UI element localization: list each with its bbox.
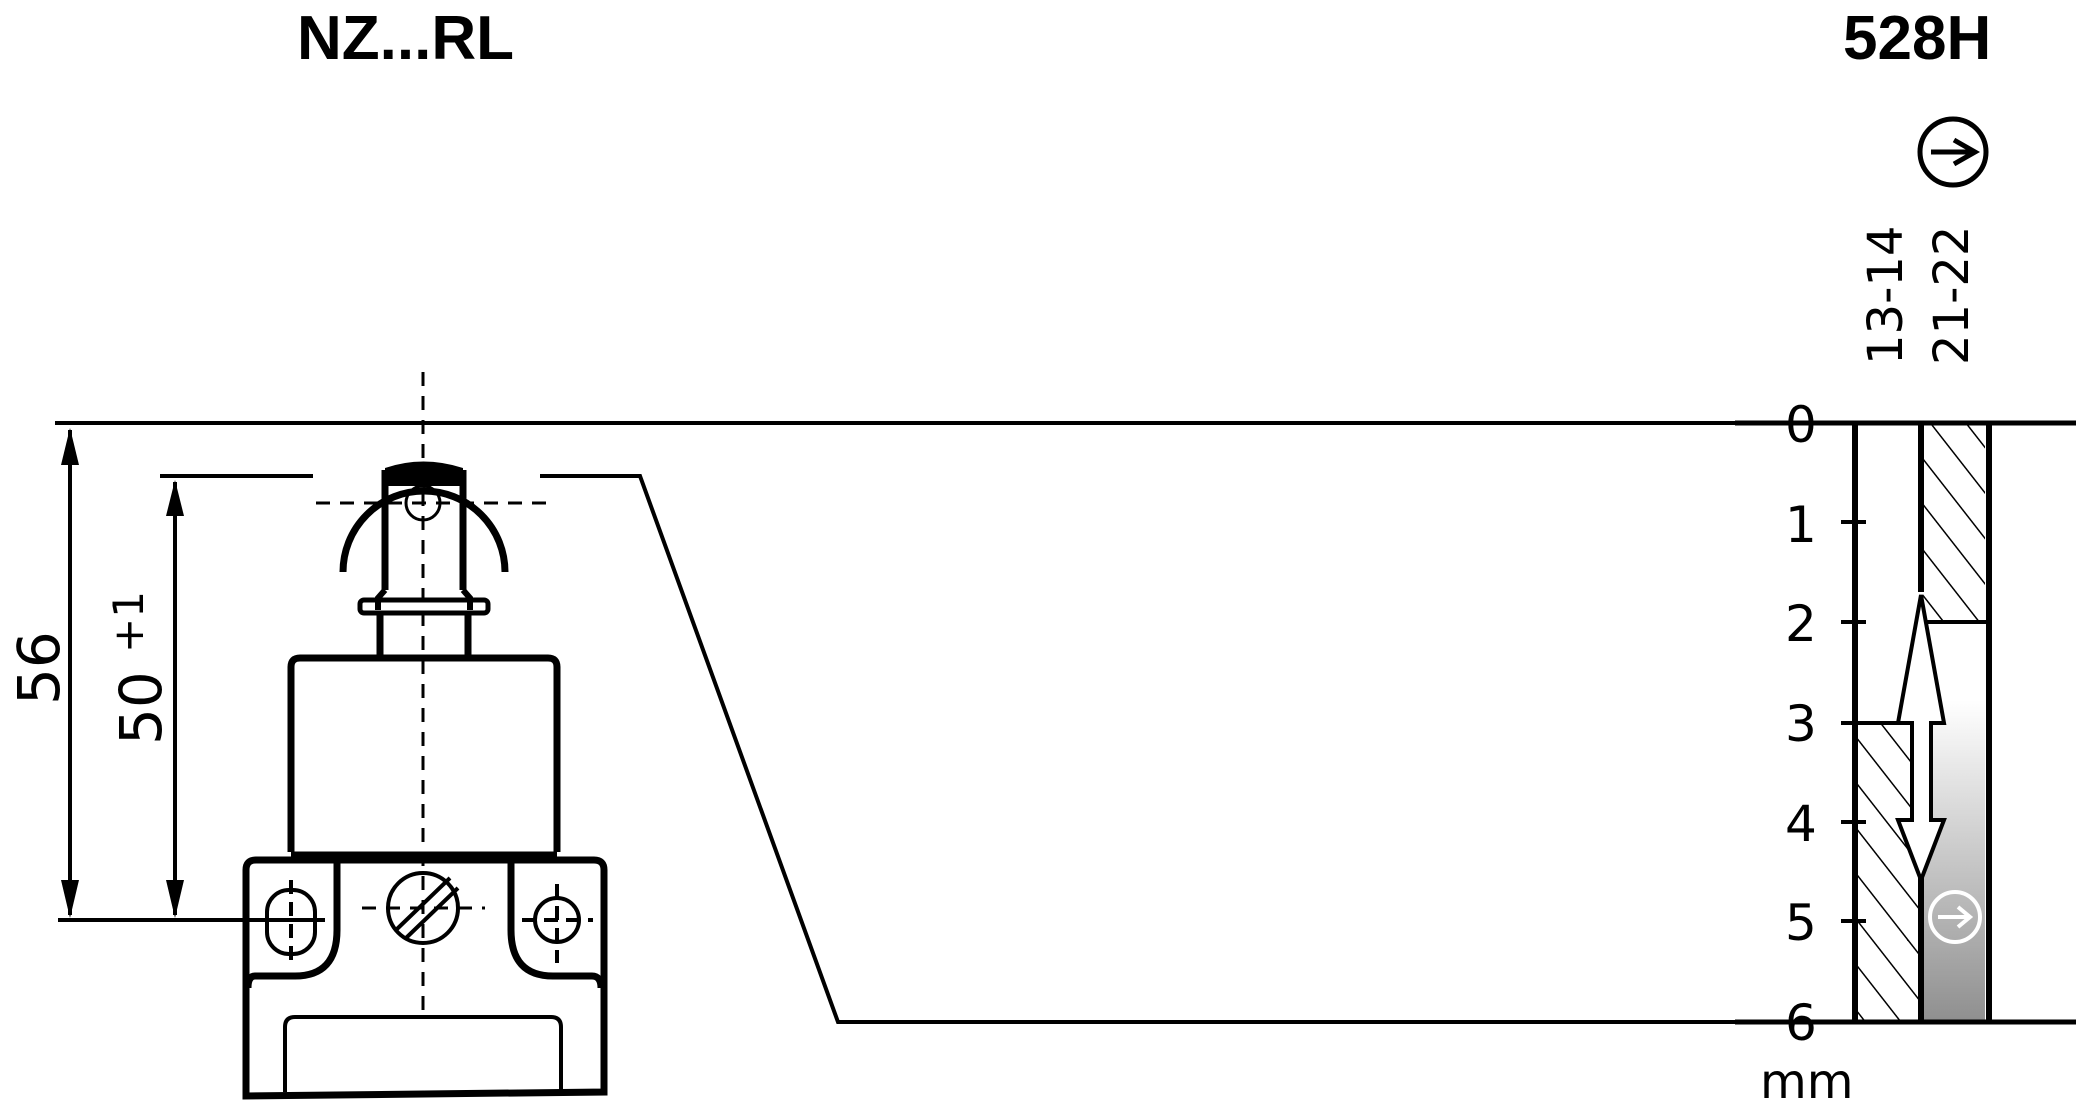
switch-body — [242, 654, 608, 1100]
contact-21-22-closed-zone — [1923, 423, 1985, 622]
model-title-right: 528H — [1843, 4, 1992, 73]
scale-tick-4: 4 — [1785, 795, 1817, 853]
scale-unit: mm — [1760, 1054, 1854, 1110]
scale-tick-3: 3 — [1785, 695, 1817, 753]
travel-diagram — [1735, 420, 2076, 1025]
model-title-left: NZ...RL — [297, 4, 514, 73]
roller — [339, 461, 509, 658]
scale-tick-1: 1 — [1785, 496, 1817, 554]
arrow-in-circle-icon — [1917, 116, 1989, 188]
snap-action-arrow — [1895, 594, 1947, 886]
scale-tick-5: 5 — [1785, 894, 1817, 952]
positive-opening-icon — [1928, 890, 1982, 944]
dimension-lines — [55, 421, 1745, 1024]
scale-tick-2: 2 — [1785, 595, 1817, 653]
reference-line-6 — [540, 474, 1745, 1024]
